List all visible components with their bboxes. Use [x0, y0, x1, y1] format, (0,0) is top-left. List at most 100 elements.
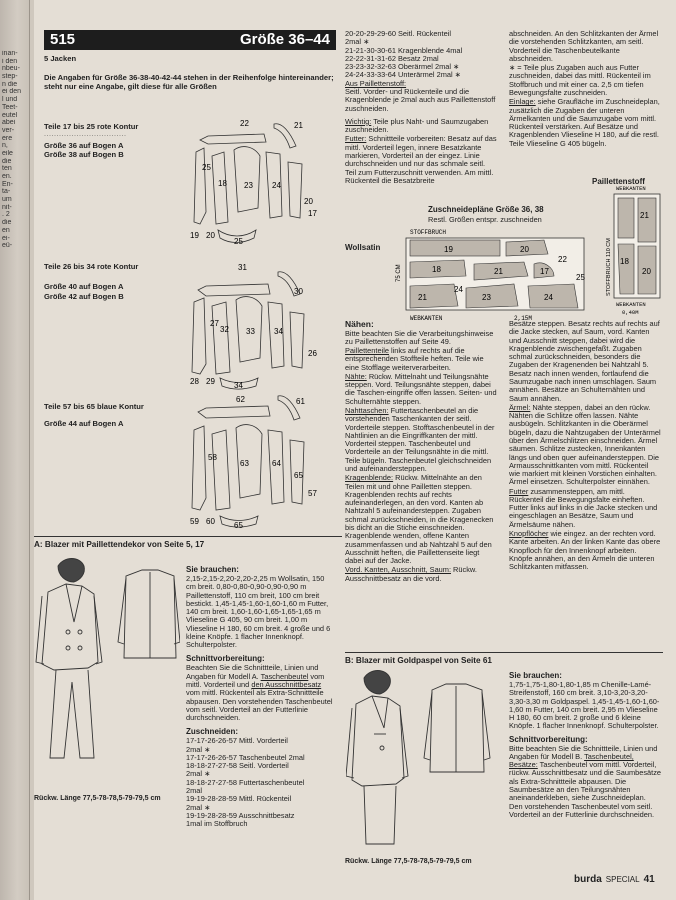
footer-page-number: 41 [643, 874, 655, 885]
section-a-title: A: Blazer mit Paillettendekor von Seite … [34, 540, 205, 549]
fig1-label-10: 20 [206, 231, 215, 240]
gutter-line: eü- [2, 242, 13, 250]
plan-stoffbruch: STOFFBRUCH [410, 229, 446, 236]
gutter-line: um [2, 196, 12, 204]
naehen-r3-body: zusammensteppen, am mittl. Rückenteil di… [509, 486, 658, 529]
gutter-line: abei [2, 119, 16, 127]
jacken-label: 5 Jacken [44, 54, 77, 63]
plan-label-1: 19 [444, 245, 453, 254]
futter-heading: Futter: [345, 134, 367, 144]
gutter-line: n die [2, 80, 18, 88]
mid-top-line: 22-22-31-31-62 Besatz 2mal [345, 53, 439, 63]
a-zu-line: 1mal im Stoffbruch [186, 819, 248, 829]
b-rueck-length: Rückw. Länge 77,5-78-78,5-79-79,5 cm [345, 858, 472, 865]
futter-body: Schnittteile vorbereiten: Besatz auf das… [345, 134, 497, 185]
a-schnitt-text: Beachten Sie die Schnittteile, Linien un… [186, 664, 336, 722]
a-zu-line: 2mal ∗ [186, 744, 211, 754]
gutter-line: ere [2, 134, 13, 142]
naehen-p3-body: Rückw. Mittelnaht und Teilungsnähte step… [345, 371, 497, 406]
a-zu-line: 17-17-26-26-57 Taschenbeutel 2mal [186, 752, 305, 762]
b-sie-brauchen-text: 1,75-1,75-1,80-1,80-1,85 m Chenille-Lamé… [509, 679, 660, 731]
a-schnitt-2: vom mittl. Vorderteil und [186, 671, 325, 689]
gutter-line: ten [2, 165, 12, 173]
plan-subtitle: Restl. Größen entspr. zuschneiden [428, 215, 542, 224]
plan-label-3: 18 [432, 265, 441, 274]
group1-title: Teile 17 bis 25 rote Kontur [44, 122, 139, 131]
plan-label-7: 21 [418, 293, 427, 302]
page-header: 515 Größe 36–44 [44, 30, 336, 50]
mid-top-line: 2mal ∗ [345, 37, 370, 47]
right-top-column: abschneiden. An den Schlitzkanten der Är… [509, 29, 661, 149]
naehen-r2-body: Nähte steppen, dabei an den rückw. Nähte… [509, 402, 661, 487]
group1-line-2: Größe 38 auf Bogen B [44, 150, 124, 159]
naehen-p3-head: Nähte: [345, 371, 367, 381]
naehen-p4-body: Futtertaschenbeutel an die vorstehenden … [345, 406, 495, 474]
fig3-label-6: 65 [294, 471, 303, 480]
b-schnitt-2: Taschenbeutel vom mittl. Vorderteil, rüc… [509, 760, 662, 819]
fig2-label-2: 30 [294, 287, 303, 296]
fig2-label-4: 32 [220, 325, 229, 334]
naehen-p1: Bitte beachten Sie die Verarbeitungshinw… [345, 328, 494, 346]
gutter-line: eile [2, 149, 13, 157]
naehen-column-right: Besätze steppen. Besatz rechts auf recht… [509, 319, 661, 572]
a-rueck-length: Rückw. Länge 77,5-78-78,5-79-79,5 cm [34, 795, 161, 802]
fig2-label-10: 34 [234, 381, 243, 390]
fig2-label-8: 28 [190, 377, 199, 386]
gutter-line: Teet- [2, 103, 18, 111]
wichtig-text: Wichtig: Teile plus Naht- und Saumzugabe… [345, 116, 497, 135]
aus-paillettenstoff: Aus Paillettenstoff: [345, 78, 407, 88]
einlage-heading: Einlage: [509, 97, 536, 107]
b-schnitt-heading: Schnittvorbereitung: [509, 734, 588, 744]
b-sie-brauchen-heading: Sie brauchen: [509, 671, 562, 680]
group2-line-1: Größe 40 auf Bogen A [44, 282, 124, 291]
fig1-label-2: 21 [294, 121, 303, 130]
mid-top-line: 23-23-32-32-63 Oberärmel 2mal ∗ [345, 62, 460, 72]
pail-dim: 0,40M [622, 309, 639, 316]
gutter-line: . 2 [2, 211, 10, 219]
fig3-label-10: 65 [234, 521, 243, 530]
pail-label-3: 20 [642, 267, 651, 276]
plan-label-6: 22 [558, 255, 567, 264]
cutting-plan-paillettenstoff: WEBKANTEN 21 18 20 STOFFBRUCH 110 CM WEB… [606, 185, 661, 316]
a-sie-brauchen-heading: Sie brauchen: [186, 565, 239, 574]
naehen-p2: Paillettenteile links auf rechts auf die… [345, 346, 497, 372]
a-sie-brauchen-text: 2,15-2,15-2,20-2,20-2,25 m Wollsatin, 15… [186, 573, 331, 650]
plan-label-2: 20 [520, 245, 529, 254]
a-schnitt-u1: Taschenbeutel [260, 671, 309, 681]
naehen-r3: Futter zusammensteppen, am mittl. Rücken… [509, 486, 661, 529]
fig3-label-5: 64 [272, 459, 281, 468]
gutter-line: n, [2, 142, 8, 150]
gutter-line: En- [2, 180, 13, 188]
naehen-r2: Ärmel: Nähte steppen, dabei an den rückw… [509, 402, 661, 487]
plan-webkanten: WEBKANTEN [410, 315, 443, 322]
section-b-title: B: Blazer mit Goldpaspel von Seite 61 [345, 656, 492, 665]
plan-title: Zuschneidepläne Größe 36, 38 [428, 205, 544, 214]
fig2-label-5: 33 [246, 327, 255, 336]
plan-dim-width: 2,15M [514, 315, 532, 322]
b-text-column: Sie brauchen: 1,75-1,75-1,80-1,80-1,85 m… [509, 671, 662, 820]
group2-title: Teile 26 bis 34 rote Kontur [44, 262, 139, 271]
fig3-label-4: 63 [240, 459, 249, 468]
a-zu-line: 2mal ∗ [186, 802, 211, 812]
gutter-line: step- [2, 73, 18, 81]
group1-line-1: Größe 36 auf Bogen A [44, 141, 124, 150]
naehen-r4: Knopflöcher wie eingez. an der rechten v… [509, 529, 661, 571]
fig1-label-5: 23 [244, 181, 253, 190]
footer-special: SPECIAL [605, 875, 640, 884]
plan-dim-height: 75 CM [396, 264, 402, 282]
paillettenstoff-label: Paillettenstoff [592, 177, 645, 186]
mid-top-line: 20-20-29-29-60 Seitl. Rückenteil [345, 29, 451, 38]
mid-top-line: 21-21-30-30-61 Kragenblende 4mal [345, 45, 463, 55]
naehen-column-left: Nähen: Bitte beachten Sie die Verarbeitu… [345, 319, 497, 584]
plan-label-5: 17 [540, 267, 549, 276]
a-zu-line: 19-19-28-28-59 Ausschnittbesatz [186, 810, 295, 820]
wichtig-heading: Wichtig: [345, 116, 372, 126]
fig1-label-4: 18 [218, 179, 227, 188]
a-zu-heading: Zuschneiden: [186, 727, 239, 737]
a-schnitt-1: Beachten Sie die Schnittteile, Linien un… [186, 663, 319, 681]
pattern-pieces-figure-3: 62 61 58 63 64 65 57 59 60 65 [190, 395, 317, 530]
intro-text: Die Angaben für Größe 36-38-40-42-44 ste… [44, 73, 334, 91]
gutter-line: ei den [2, 88, 22, 96]
